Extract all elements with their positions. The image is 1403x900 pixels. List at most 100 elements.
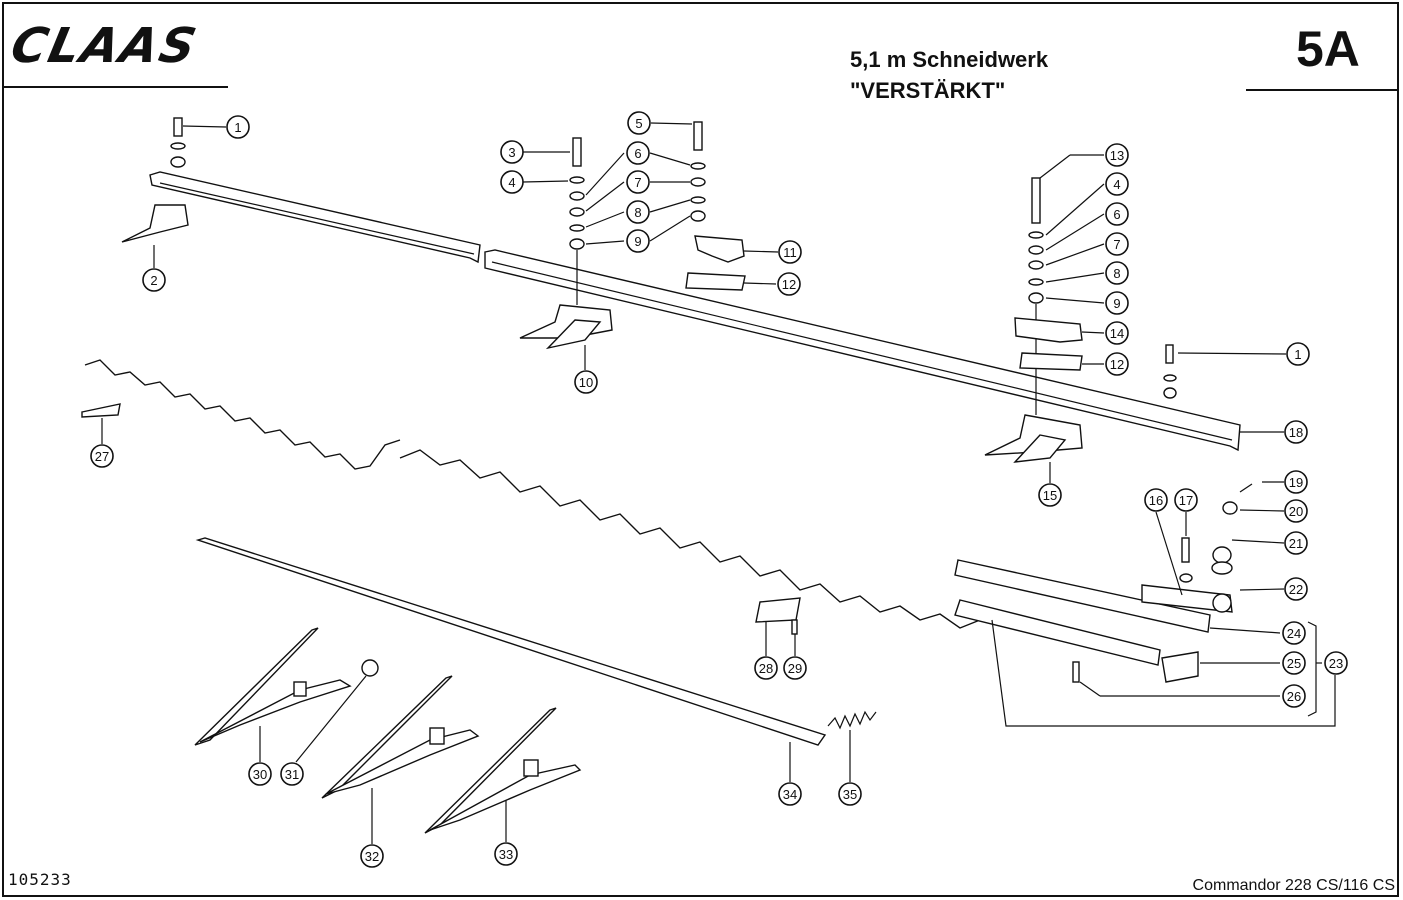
plate-12b xyxy=(1019,352,1083,371)
callout-1: 1 xyxy=(226,115,250,139)
svg-text:9: 9 xyxy=(634,234,641,249)
callout-28: 28 xyxy=(754,656,778,680)
flat-bar-34 xyxy=(195,537,827,746)
plate-12a xyxy=(685,272,746,291)
document-number: 105233 xyxy=(8,870,72,889)
callout-12a: 12 xyxy=(777,272,801,296)
svg-text:31: 31 xyxy=(285,767,299,782)
svg-text:4: 4 xyxy=(1113,177,1120,192)
callout-30: 30 xyxy=(248,762,272,786)
callout-4b: 4 xyxy=(1105,172,1129,196)
callout-22: 22 xyxy=(1284,577,1308,601)
svg-text:22: 22 xyxy=(1289,582,1303,597)
plate-11 xyxy=(694,235,745,263)
section-25 xyxy=(1161,651,1199,683)
callout-1b: 1 xyxy=(1286,342,1310,366)
section-28 xyxy=(755,597,801,623)
plate-14 xyxy=(1014,317,1083,343)
bolt-stack-left xyxy=(170,117,186,168)
rivet-26 xyxy=(1072,661,1080,683)
diagram-title: 5,1 m Schneidwerk xyxy=(850,47,1049,72)
callout-23: 23 xyxy=(1324,651,1348,675)
callout-33: 33 xyxy=(494,842,518,866)
callout-27: 27 xyxy=(90,444,114,468)
callout-10: 10 xyxy=(574,370,598,394)
callout-2: 2 xyxy=(142,268,166,292)
knife-section-left xyxy=(84,359,401,470)
callout-7: 7 xyxy=(626,170,650,194)
upper-bar-right xyxy=(484,249,1241,452)
svg-text:13: 13 xyxy=(1110,148,1124,163)
callout-6: 6 xyxy=(626,141,650,165)
callout-9: 9 xyxy=(626,229,650,253)
svg-text:33: 33 xyxy=(499,847,513,862)
guard-33 xyxy=(424,707,582,834)
svg-text:34: 34 xyxy=(783,787,797,802)
callout-24: 24 xyxy=(1282,621,1306,645)
svg-text:24: 24 xyxy=(1287,626,1301,641)
svg-text:2: 2 xyxy=(150,273,157,288)
callout-12b: 12 xyxy=(1105,352,1129,376)
callout-8b: 8 xyxy=(1105,261,1129,285)
svg-text:10: 10 xyxy=(579,375,593,390)
callout-8: 8 xyxy=(626,200,650,224)
callout-5: 5 xyxy=(627,111,651,135)
svg-text:1: 1 xyxy=(1294,347,1301,362)
svg-text:5: 5 xyxy=(635,116,642,131)
svg-text:7: 7 xyxy=(1113,237,1120,252)
svg-text:8: 8 xyxy=(634,205,641,220)
header-rule-left xyxy=(2,86,228,88)
svg-text:21: 21 xyxy=(1289,536,1303,551)
guard-32 xyxy=(321,675,480,799)
section-27 xyxy=(81,403,121,418)
svg-text:12: 12 xyxy=(1110,357,1124,372)
svg-text:19: 19 xyxy=(1289,475,1303,490)
svg-text:6: 6 xyxy=(634,146,641,161)
svg-text:20: 20 xyxy=(1289,504,1303,519)
callout-16: 16 xyxy=(1144,488,1168,512)
callout-9b: 9 xyxy=(1105,291,1129,315)
svg-text:14: 14 xyxy=(1110,326,1124,341)
svg-text:12: 12 xyxy=(782,277,796,292)
callout-34: 34 xyxy=(778,782,802,806)
svg-text:28: 28 xyxy=(759,661,773,676)
callout-31: 31 xyxy=(280,762,304,786)
guard-30 xyxy=(194,627,352,746)
diagram-subtitle: "VERSTÄRKT" xyxy=(850,78,1006,103)
svg-text:18: 18 xyxy=(1289,425,1303,440)
svg-text:35: 35 xyxy=(843,787,857,802)
callout-32: 32 xyxy=(360,844,384,868)
pin-19 xyxy=(1239,483,1253,493)
svg-text:8: 8 xyxy=(1113,266,1120,281)
bolt-stack-center xyxy=(569,121,706,305)
svg-text:17: 17 xyxy=(1179,493,1193,508)
svg-text:25: 25 xyxy=(1287,656,1301,671)
guard-right xyxy=(984,414,1083,463)
callout-29: 29 xyxy=(783,656,807,680)
page-number: 5A xyxy=(1296,21,1360,77)
callout-18: 18 xyxy=(1284,420,1308,444)
svg-text:27: 27 xyxy=(95,449,109,464)
callout-19: 19 xyxy=(1284,470,1308,494)
svg-text:15: 15 xyxy=(1043,488,1057,503)
svg-text:1: 1 xyxy=(234,120,241,135)
callout-35: 35 xyxy=(838,782,862,806)
bolt-stack-right xyxy=(1028,177,1177,415)
nut-20 xyxy=(1222,501,1238,515)
callout-25: 25 xyxy=(1282,651,1306,675)
svg-text:6: 6 xyxy=(1113,207,1120,222)
leader-lines xyxy=(101,122,1336,844)
callout-15: 15 xyxy=(1038,483,1062,507)
svg-text:29: 29 xyxy=(788,661,802,676)
callout-17: 17 xyxy=(1174,488,1198,512)
guard-left xyxy=(121,204,189,243)
callout-21: 21 xyxy=(1284,531,1308,555)
upper-bar-left xyxy=(149,171,481,264)
svg-text:7: 7 xyxy=(634,175,641,190)
svg-text:30: 30 xyxy=(253,767,267,782)
callout-6b: 6 xyxy=(1105,202,1129,226)
callout-7b: 7 xyxy=(1105,232,1129,256)
